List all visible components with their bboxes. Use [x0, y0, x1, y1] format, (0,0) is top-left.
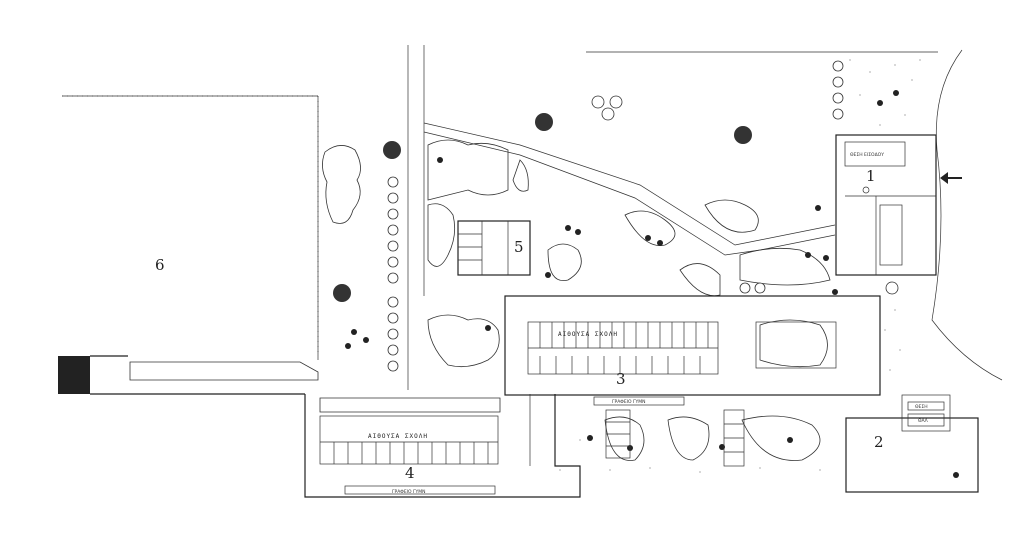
building-4	[304, 394, 581, 498]
trees	[333, 60, 959, 478]
building-5	[457, 220, 531, 276]
garden	[129, 45, 938, 461]
zone-number: 6	[155, 256, 165, 274]
zone-number: 5	[514, 238, 524, 256]
field-6	[58, 95, 319, 395]
zone-number: 2	[874, 433, 884, 451]
zone-number: 3	[616, 370, 626, 388]
wing3-play-label: ΓΡΑΦΕΙΟ ΓΥΜΝ	[612, 399, 646, 405]
stipple	[559, 59, 921, 473]
arrow-left-icon	[940, 172, 962, 184]
zone-number: 1	[866, 167, 876, 185]
paving	[605, 409, 745, 467]
gate-block	[58, 356, 90, 394]
building-3	[504, 295, 881, 406]
wing3-corridor-label: ΑΙΘΟΥΣΑ ΣΧΟΛΗ	[558, 331, 618, 338]
building-1	[835, 134, 937, 276]
building-2	[845, 394, 979, 493]
office-sub-label: ΘΑΛ	[918, 418, 929, 424]
wing4-corridor-label: ΑΙΘΟΥΣΑ ΣΧΟΛΗ	[368, 433, 428, 440]
wing4-play-label: ΓΡΑΦΕΙΟ ΓΥΜΝ	[392, 489, 426, 495]
road	[931, 49, 1003, 381]
office-label: ΘΕΣΗ	[915, 404, 928, 410]
zone-number: 4	[405, 464, 415, 482]
entrance-block-label: ΘΕΣΗ ΕΙΣΟΔΟΥ	[850, 152, 884, 158]
